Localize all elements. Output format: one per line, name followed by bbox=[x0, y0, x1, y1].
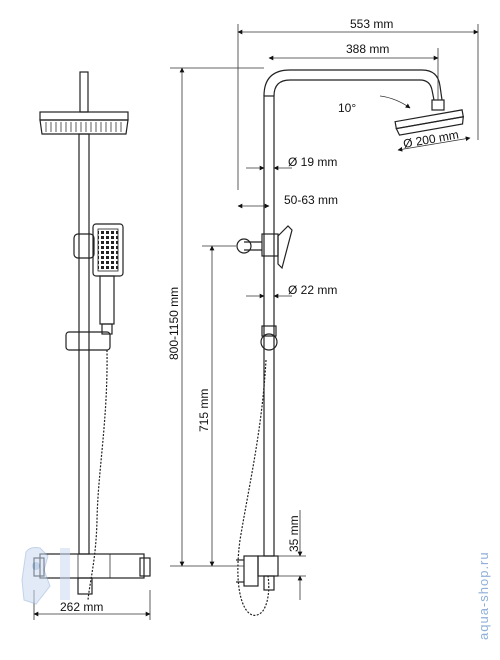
side-hand-holder bbox=[236, 225, 293, 270]
front-shower-head bbox=[39, 111, 129, 135]
dim-arm-angle: 10° bbox=[338, 95, 411, 115]
dim-total-width: 553 mm bbox=[237, 17, 479, 190]
dim-pipe-lower: Ø 22 mm bbox=[246, 283, 337, 299]
dim-arm-angle-label: 10° bbox=[338, 101, 356, 115]
front-slider-upper bbox=[73, 233, 95, 259]
front-view: 262 mm bbox=[33, 71, 151, 620]
front-hand-shower bbox=[92, 223, 124, 335]
dim-wall-distance: 50-63 mm bbox=[237, 193, 338, 209]
dim-mixer-height-label: 715 mm bbox=[197, 389, 211, 432]
dim-arm-length-label: 388 mm bbox=[346, 42, 389, 56]
dim-outlet-height: 35 mm bbox=[278, 510, 306, 600]
dim-height-range: 800-1150 mm bbox=[167, 67, 264, 567]
side-view bbox=[236, 69, 464, 616]
dim-height-range-label: 800-1150 mm bbox=[167, 287, 181, 360]
watermark-text: aqua-shop.ru bbox=[476, 551, 491, 640]
front-riser-pipe bbox=[78, 133, 90, 555]
dim-mixer-width-label: 262 mm bbox=[60, 600, 103, 614]
front-hose bbox=[87, 349, 108, 601]
front-slider-lower bbox=[65, 331, 111, 351]
dim-pipe-upper-label: Ø 19 mm bbox=[288, 155, 337, 169]
side-hose bbox=[237, 359, 270, 616]
side-mixer bbox=[236, 555, 279, 591]
front-top-pipe bbox=[79, 71, 89, 113]
side-shower-arm bbox=[263, 69, 443, 101]
dim-outlet-height-label: 35 mm bbox=[287, 515, 301, 552]
dim-head-diameter: Ø 200 mm bbox=[397, 127, 471, 152]
dim-pipe-lower-label: Ø 22 mm bbox=[288, 283, 337, 297]
dim-wall-distance-label: 50-63 mm bbox=[284, 193, 338, 207]
side-shower-head bbox=[394, 109, 464, 136]
side-slider-lower bbox=[260, 325, 278, 351]
dim-mixer-height: 715 mm bbox=[197, 245, 236, 567]
watermark-logo bbox=[21, 547, 70, 605]
dim-arm-length: 388 mm bbox=[268, 42, 439, 100]
dim-pipe-upper: Ø 19 mm bbox=[246, 155, 337, 171]
dim-total-width-label: 553 mm bbox=[350, 17, 393, 31]
dim-head-diameter-label: Ø 200 mm bbox=[402, 127, 460, 151]
